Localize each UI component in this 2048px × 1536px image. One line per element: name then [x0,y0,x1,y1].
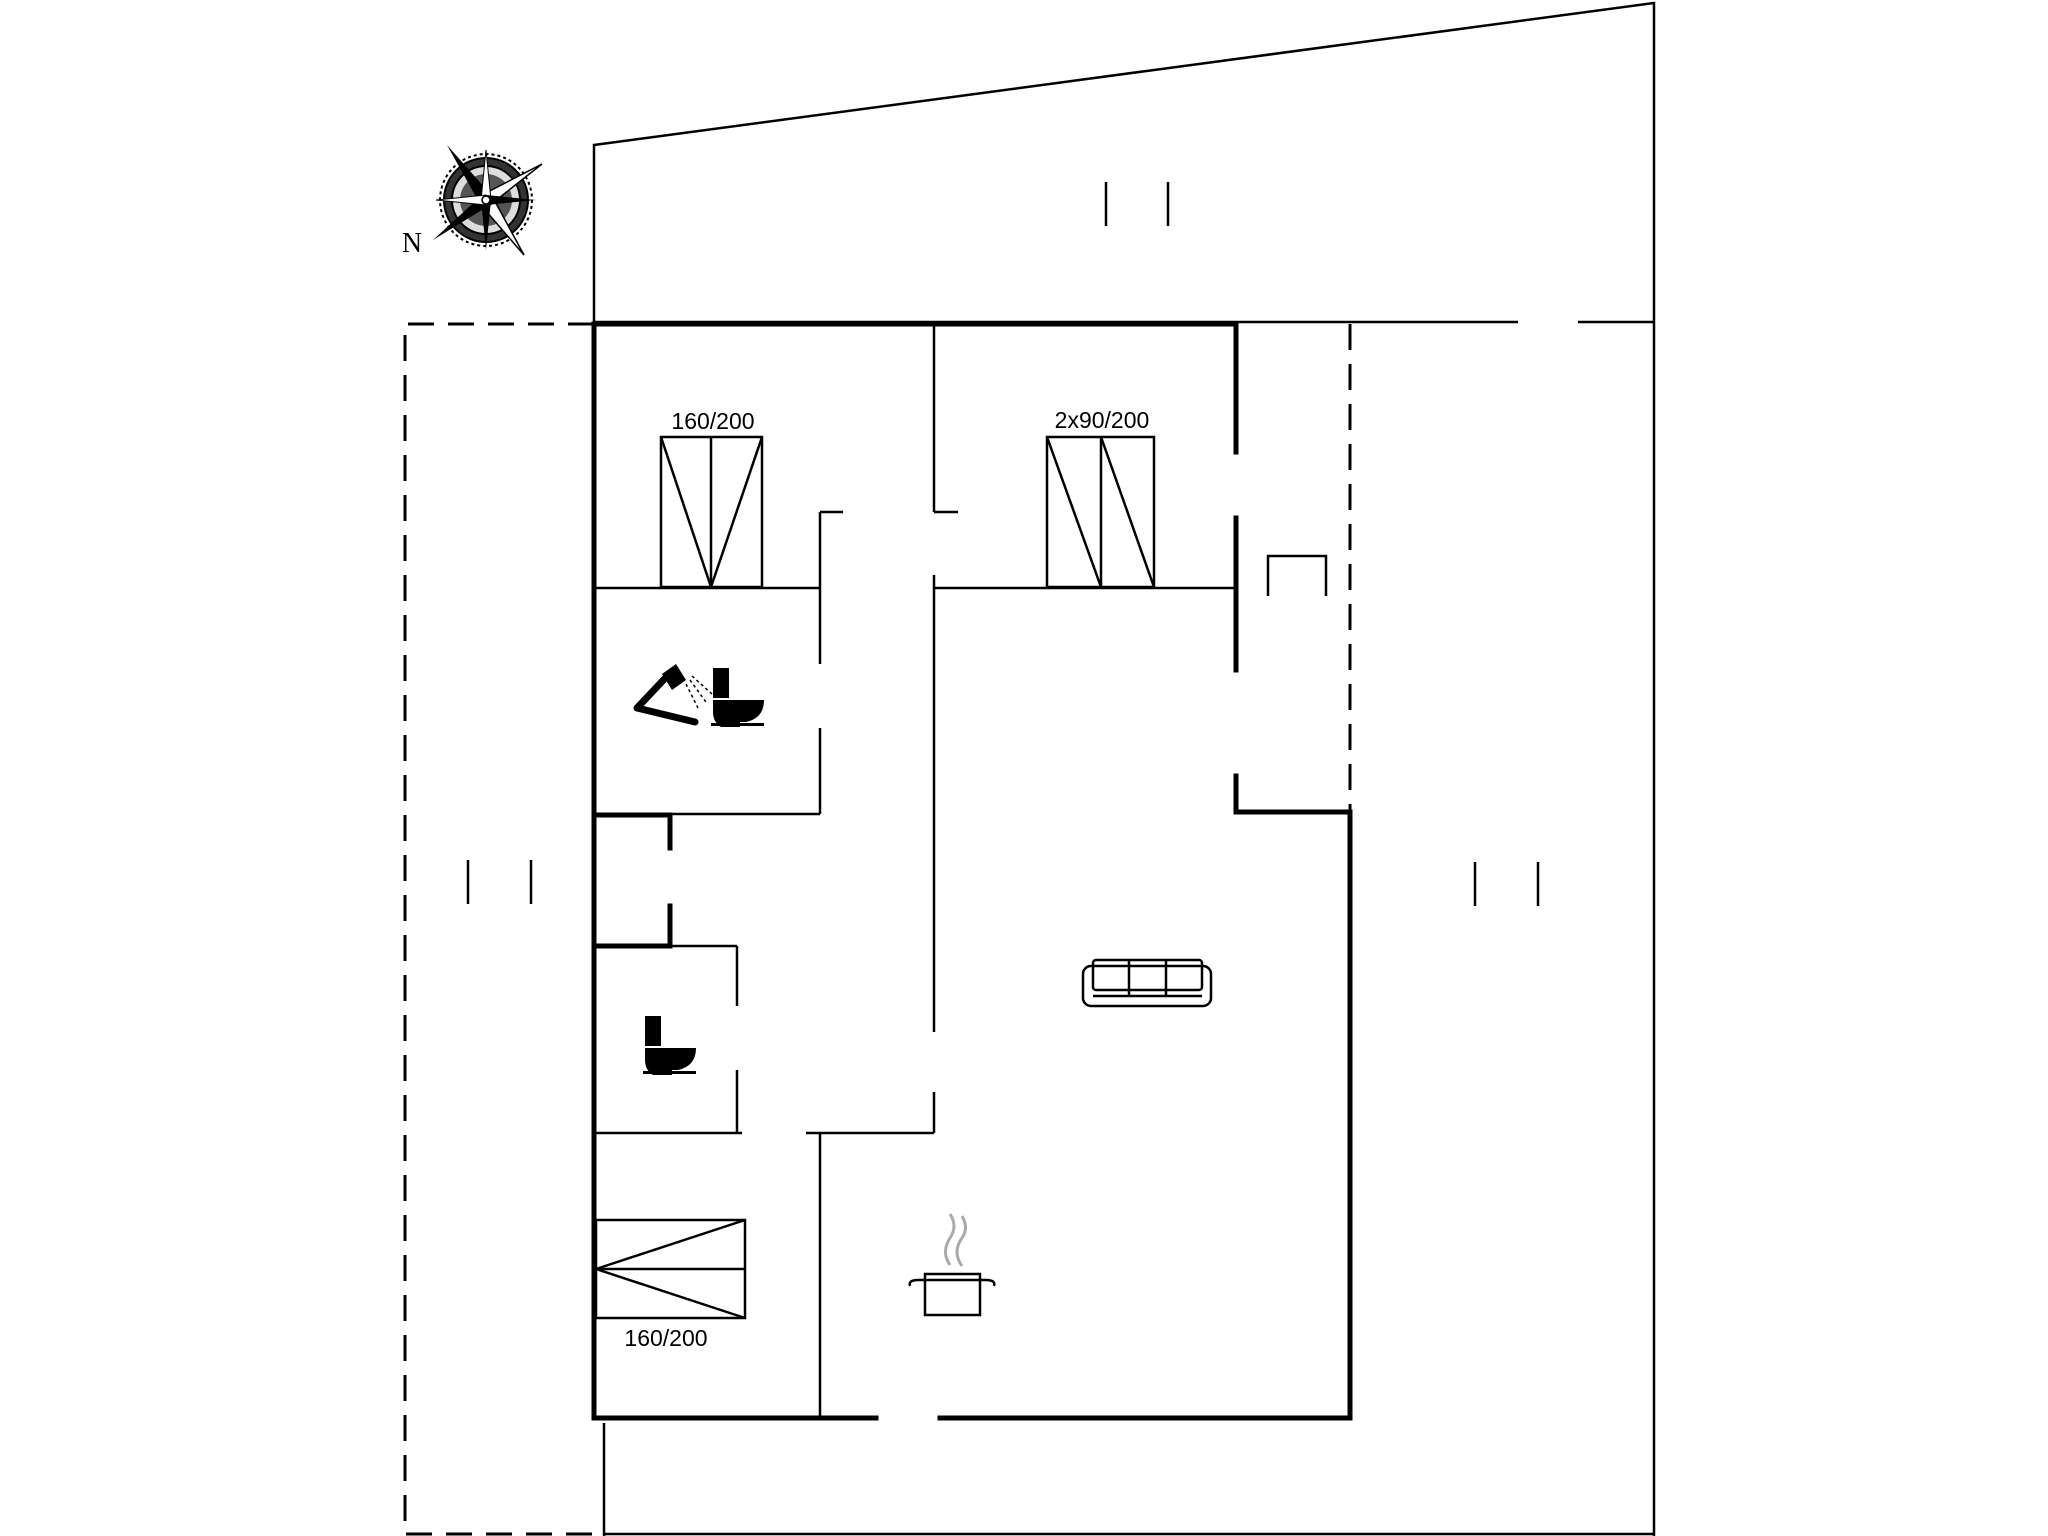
toilet-icon [711,668,764,727]
walls [591,321,1353,1421]
north-label: N [402,228,422,259]
sofa-icon [1081,958,1213,1008]
dashed-terrace-outline [403,322,1352,1536]
bed-size-label: 160/200 [624,1325,707,1351]
bed-size-label: 160/200 [671,408,754,434]
bed-double-top-left [659,435,764,589]
shower-icon [633,664,713,726]
bed-twin-top-right [1045,435,1156,589]
terrace-markers [466,182,1540,906]
cooking-pot-icon [908,1213,996,1317]
compass-rose [433,145,543,256]
interior-walls [591,324,1236,1418]
toilet-icon [643,1016,696,1075]
wardrobe-icon [1266,554,1328,596]
bed-size-label: 2x90/200 [1055,407,1150,433]
terrace-outline [592,1,1656,1536]
bed-double-bottom-left [594,1218,747,1320]
